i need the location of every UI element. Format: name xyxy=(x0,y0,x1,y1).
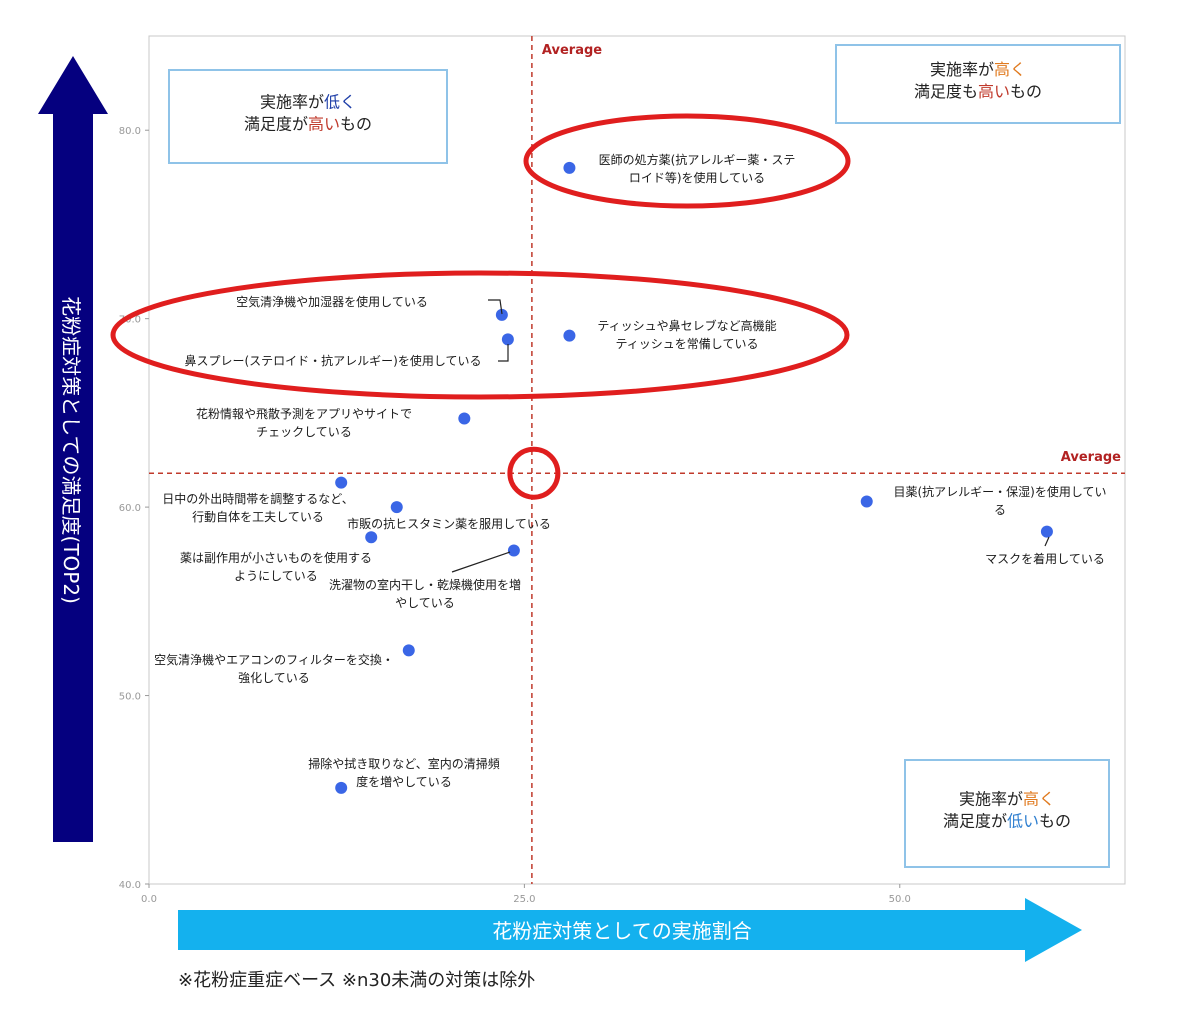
data-point xyxy=(458,412,471,425)
highlight-circle-average xyxy=(507,446,561,500)
quadrant-top-right-text-segment: 高く xyxy=(994,60,1026,79)
quadrant-bottom-right-box xyxy=(904,759,1110,868)
quadrant-top-left-text-segment: もの xyxy=(340,115,372,134)
quadrant-top-right-text-segment: 実施率が xyxy=(930,60,994,79)
data-point-label: 行動自体を工夫している xyxy=(192,510,324,524)
data-point-label: ティッシュを常備している xyxy=(616,336,759,351)
leader-line xyxy=(1044,536,1050,547)
quadrant-bottom-right-line: 満足度が低いもの xyxy=(943,812,1071,831)
data-point xyxy=(365,531,378,544)
plot-frame xyxy=(148,35,1126,885)
quadrant-bottom-right-text-segment: 高く xyxy=(1023,790,1055,809)
data-point-label: 鼻スプレー(ステロイド・抗アレルギー)を使用している xyxy=(184,353,481,368)
data-point-label: 強化している xyxy=(238,671,310,685)
data-point-label: 洗濯物の室内干し・乾燥機使用を増 xyxy=(329,577,521,592)
quadrant-top-left-text-segment: 低く xyxy=(324,93,356,112)
quadrant-bottom-right-text-segment: 実施率が xyxy=(959,790,1023,809)
quadrant-top-left-text-segment: 実施率が xyxy=(260,93,324,112)
quadrant-top-right-text-segment: 高い xyxy=(978,82,1010,101)
quadrant-top-left-box xyxy=(168,69,448,164)
y-axis-label: 花粉症対策としての満足度(TOP2) xyxy=(59,296,83,604)
data-point-label: 目薬(抗アレルギー・保湿)を使用してい xyxy=(893,484,1106,499)
data-point-label: 日中の外出時間帯を調整するなど、 xyxy=(162,491,353,506)
quadrant-top-left-line: 実施率が低く xyxy=(260,93,356,112)
data-point-label: 花粉情報や飛散予測をアプリやサイトで xyxy=(196,406,412,421)
data-point-label: ティッシュや鼻セレブなど高機能 xyxy=(597,318,776,333)
data-point xyxy=(335,476,348,489)
average-x-label: Average xyxy=(542,43,602,58)
quadrant-top-left-text-segment: 満足度が xyxy=(244,115,308,134)
data-point xyxy=(563,329,576,342)
data-point-label: チェックしている xyxy=(256,425,352,439)
data-point xyxy=(402,644,415,657)
data-point xyxy=(501,333,514,346)
data-point-label: ロイド等)を使用している xyxy=(629,170,765,185)
data-point-label: マスクを着用している xyxy=(985,551,1105,566)
data-point xyxy=(507,544,520,557)
x-axis-arrow xyxy=(178,898,1082,962)
data-point-label: 医師の処方薬(抗アレルギー薬・ステ xyxy=(599,152,796,167)
leader-line xyxy=(451,551,511,573)
data-point-label: 掃除や拭き取りなど、室内の清掃頻 xyxy=(308,756,499,771)
quadrant-top-right-line: 実施率が高く xyxy=(930,60,1026,79)
average-y-label: Average xyxy=(1061,450,1121,465)
data-point xyxy=(390,501,403,514)
data-point-label: 度を増やしている xyxy=(356,774,452,789)
y-tick-label: 40.0 xyxy=(119,880,141,891)
y-tick-label: 60.0 xyxy=(119,503,141,514)
y-tick-label: 50.0 xyxy=(119,692,141,703)
highlight-ellipse-top xyxy=(523,113,851,209)
footnote: ※花粉症重症ベース ※n30未満の対策は除外 xyxy=(178,970,536,991)
data-point xyxy=(495,308,508,321)
quadrant-top-right-text-segment: 満足度も xyxy=(914,82,978,101)
data-point xyxy=(335,781,348,794)
y-tick-label: 70.0 xyxy=(119,315,141,326)
quadrant-top-right-box xyxy=(835,44,1121,124)
x-tick-label: 0.0 xyxy=(141,894,157,905)
quadrant-top-right-text-segment: もの xyxy=(1010,82,1042,101)
quadrant-top-right-line: 満足度も高いもの xyxy=(914,82,1042,101)
y-tick-label: 80.0 xyxy=(119,126,141,137)
data-point xyxy=(1040,525,1053,538)
quadrant-bottom-right-text-segment: 低い xyxy=(1007,812,1039,831)
leader-line xyxy=(498,344,509,362)
quadrant-top-left-line: 満足度が高いもの xyxy=(244,115,372,134)
leader-line xyxy=(488,299,503,315)
data-point-label: 市販の抗ヒスタミン薬を服用している xyxy=(347,516,551,531)
x-axis-label: 花粉症対策としての実施割合 xyxy=(492,919,751,943)
data-point-label: 空気清浄機や加湿器を使用している xyxy=(236,294,428,309)
data-point-label: 薬は副作用が小さいものを使用する xyxy=(180,550,372,565)
data-point-label: ようにしている xyxy=(234,569,318,583)
data-point-label: る xyxy=(994,503,1006,517)
quadrant-bottom-right-text-segment: 満足度が xyxy=(943,812,1007,831)
data-point xyxy=(563,161,576,174)
y-axis-arrow xyxy=(38,56,108,842)
data-point xyxy=(860,495,873,508)
highlight-ellipse-middle xyxy=(110,270,850,400)
data-point-label: 空気清浄機やエアコンのフィルターを交換・ xyxy=(154,652,394,667)
x-tick-label: 25.0 xyxy=(513,894,535,905)
data-point-label: やしている xyxy=(395,596,455,610)
quadrant-bottom-right-line: 実施率が高く xyxy=(959,790,1055,809)
quadrant-bottom-right-text-segment: もの xyxy=(1039,812,1071,831)
x-tick-label: 50.0 xyxy=(889,894,911,905)
quadrant-top-left-text-segment: 高い xyxy=(308,115,340,134)
